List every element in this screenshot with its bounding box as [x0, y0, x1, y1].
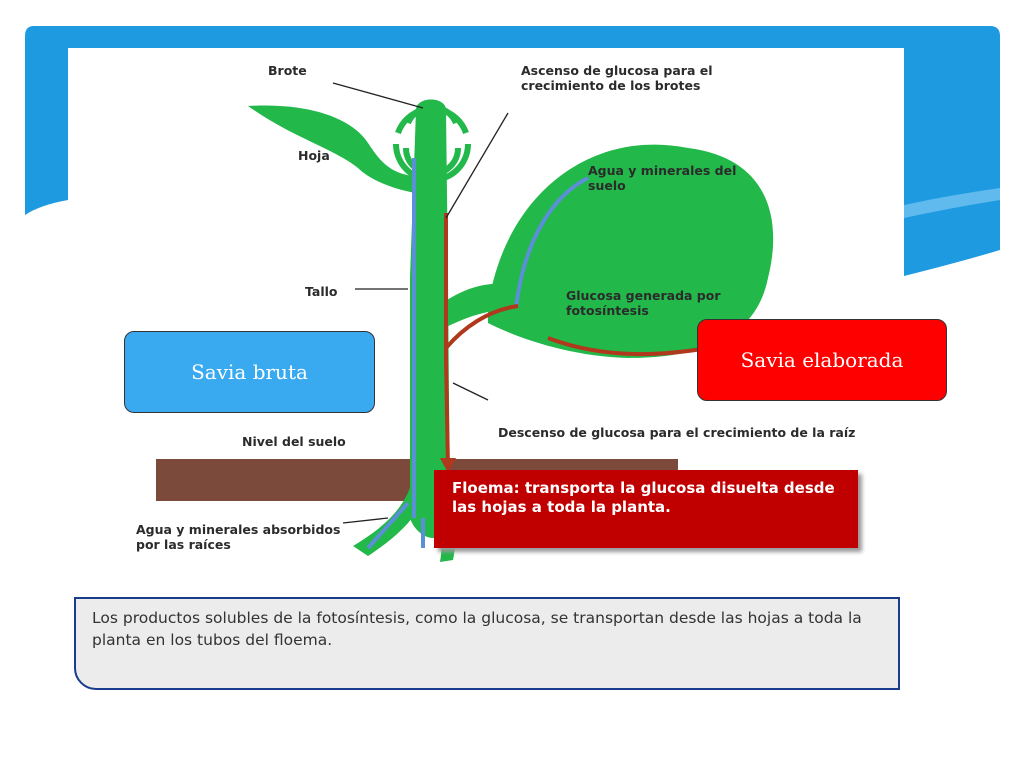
header-wave-light [904, 188, 1000, 218]
xylem-arrows [366, 158, 589, 550]
bud-rings [393, 104, 471, 183]
left-root [353, 478, 428, 556]
floema-box: Floema: transporta la glucosa disuelta d… [434, 470, 858, 548]
stem [410, 99, 451, 538]
phloem-arrows [444, 213, 709, 469]
label-agua-minerales-suelo: Agua y minerales del suelo [588, 163, 737, 193]
savia-bruta-callout: Savia bruta [124, 331, 375, 413]
pointer-lines [332, 82, 509, 524]
label-brote: Brote [268, 63, 307, 78]
savia-elaborada-callout: Savia elaborada [697, 319, 947, 401]
label-glucosa-generada: Glucosa generada por fotosíntesis [566, 288, 721, 318]
phloem-arrowhead [440, 458, 456, 473]
label-hoja: Hoja [298, 148, 330, 163]
label-nivel-suelo: Nivel del suelo [242, 434, 346, 449]
label-descenso: Descenso de glucosa para el crecimiento … [498, 425, 856, 440]
label-tallo: Tallo [305, 284, 338, 299]
diagram-panel: Brote Ascenso de glucosa para el crecimi… [68, 48, 904, 593]
caption-box: Los productos solubles de la fotosíntesi… [74, 597, 900, 690]
label-agua-raices: Agua y minerales absorbidos por las raíc… [136, 522, 341, 552]
label-ascenso: Ascenso de glucosa para el crecimiento d… [521, 63, 713, 93]
leaf-stalk [438, 283, 508, 330]
left-leaf [248, 105, 416, 193]
